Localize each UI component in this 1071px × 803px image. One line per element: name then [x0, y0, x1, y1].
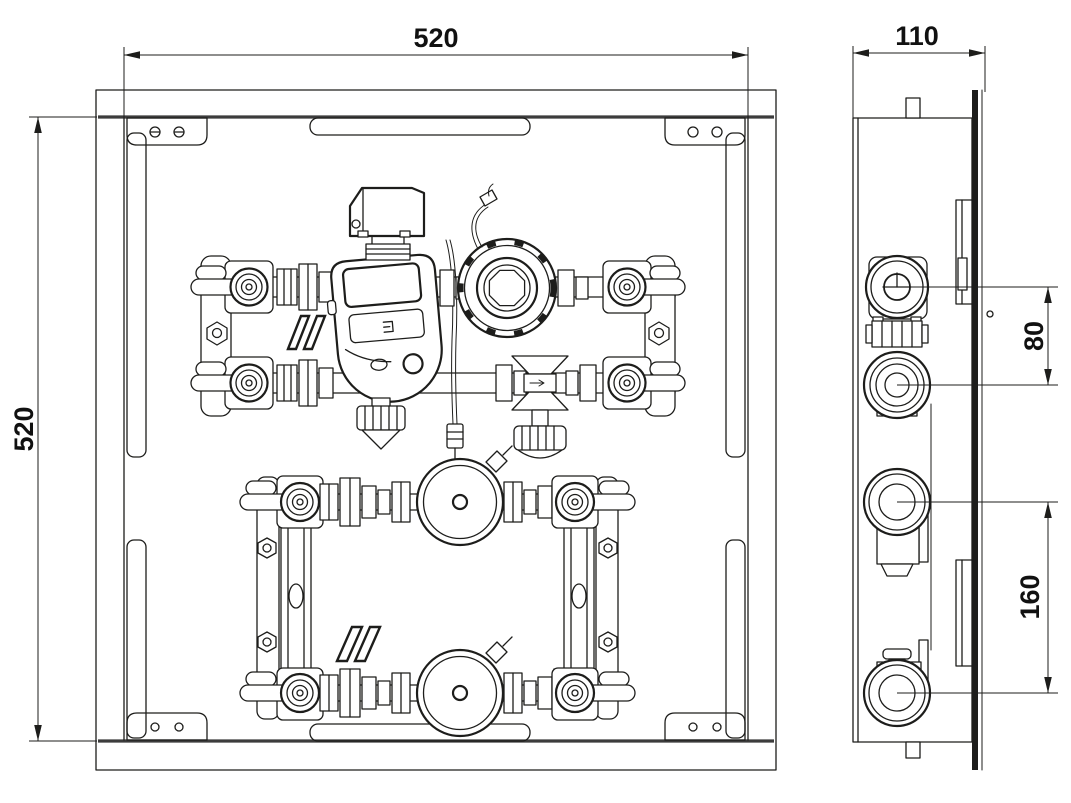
frame-top-slot — [309, 117, 531, 136]
side-port-bottom-flow — [862, 467, 932, 577]
side-depth-label: 110 — [895, 21, 939, 51]
meter-button-panel — [348, 308, 425, 344]
flange-rail-lower — [955, 559, 973, 667]
bottom-port-spacing-label: 160 — [1015, 574, 1045, 619]
corner-bracket-bottom-right — [664, 712, 746, 741]
circulation-unit — [456, 183, 558, 339]
side-view — [852, 89, 994, 771]
heat-meter — [326, 253, 443, 403]
mount-rail-right-lower — [725, 539, 746, 739]
upper-assembly — [190, 183, 686, 473]
ball-valve-lower-flow-left — [239, 480, 321, 523]
cable-plug — [446, 423, 464, 449]
top-port-spacing-label: 80 — [1019, 321, 1049, 351]
lower-assembly — [239, 445, 636, 738]
frame-bottom-slot — [309, 723, 531, 742]
front-view — [95, 89, 777, 771]
pump-return — [415, 636, 513, 738]
bypass-cap — [513, 425, 567, 451]
side-box — [852, 89, 994, 771]
corner-bracket-top-left — [126, 117, 208, 146]
ball-valve-lower-return-right — [554, 671, 636, 714]
mount-rail-left-lower — [126, 539, 147, 739]
union-nuts-upper-left — [276, 263, 334, 407]
meter-optical-port — [402, 353, 424, 375]
mount-rail-left-upper — [126, 132, 147, 458]
dimension-bottom-port-spacing: 160 — [897, 501, 1058, 694]
front-width-label: 520 — [413, 23, 458, 53]
ball-valve-upper-return-right — [607, 361, 686, 403]
dimension-front-height: 520 — [9, 116, 97, 742]
brand-logo-upper — [286, 314, 327, 351]
frame-outer — [95, 89, 777, 771]
corner-bracket-top-right — [664, 117, 746, 146]
union-nuts-pump-right — [557, 269, 589, 307]
front-height-label: 520 — [9, 406, 39, 451]
ball-valve-upper-flow-right — [607, 265, 686, 307]
mount-rail-right-upper — [725, 132, 746, 458]
dimension-top-port-spacing: 80 — [897, 286, 1058, 386]
bypass-valve — [495, 355, 597, 459]
ball-valve-upper-return-left — [190, 361, 269, 403]
side-union-nut — [865, 320, 929, 348]
ball-valve-upper-flow-left — [190, 265, 269, 307]
cabinet-frame — [95, 89, 777, 771]
dimension-side-depth: 110 — [852, 21, 986, 126]
flange-screw — [986, 310, 994, 318]
side-port-top-flow — [864, 254, 930, 324]
hex-bolt — [206, 321, 228, 346]
front-panel-flange — [972, 90, 978, 770]
dimension-front-width: 520 — [123, 23, 749, 162]
corner-bracket-bottom-left — [126, 712, 208, 741]
side-top-tab — [905, 97, 921, 119]
meter-display — [341, 262, 423, 309]
side-bottom-tab — [905, 741, 921, 759]
side-port-bottom-return — [862, 639, 932, 728]
drain-valve — [356, 397, 406, 450]
ball-valve-lower-flow-right — [554, 480, 636, 523]
valve-actuator-head — [348, 186, 426, 261]
brand-logo-lower — [335, 625, 382, 663]
ball-valve-lower-return-left — [239, 671, 321, 714]
pump-flow — [415, 445, 513, 547]
